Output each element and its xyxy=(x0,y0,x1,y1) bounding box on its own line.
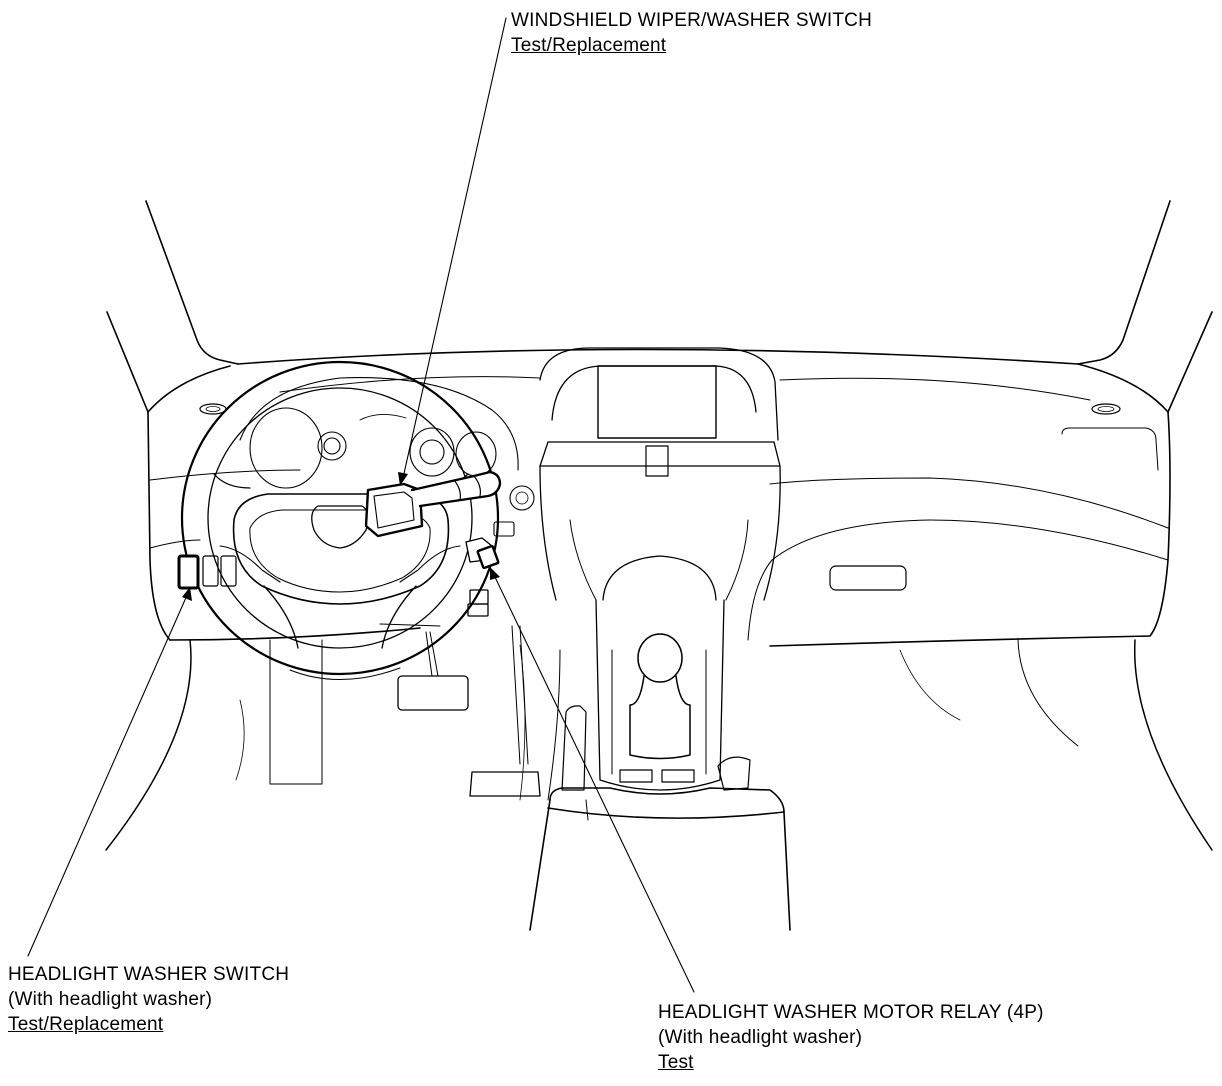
column-housing xyxy=(289,623,441,681)
callout-headlight-switch-note: (With headlight washer) xyxy=(8,989,213,1010)
callout-headlight-washer-relay: HEADLIGHT WASHER MOTOR RELAY (4P) (With … xyxy=(658,1000,1044,1075)
callout-relay-note: (With headlight washer) xyxy=(658,1027,863,1048)
pedals xyxy=(397,625,541,797)
headlight-washer-switch[interactable] xyxy=(177,554,200,590)
callout-wiper-switch: WINDSHIELD WIPER/WASHER SWITCH Test/Repl… xyxy=(511,8,872,58)
steering-wheel xyxy=(180,360,500,676)
arrowhead-wiper xyxy=(398,472,408,486)
leader-line-headlight-switch xyxy=(27,592,189,957)
headlight-switch-test-replacement-link[interactable]: Test/Replacement xyxy=(8,1014,164,1035)
left-switch-panel xyxy=(202,555,237,587)
a-pillar-right xyxy=(1077,200,1213,413)
callout-headlight-switch-title: HEADLIGHT WASHER SWITCH xyxy=(8,964,290,985)
windshield-wiper-washer-switch[interactable] xyxy=(364,470,502,538)
callout-headlight-washer-switch: HEADLIGHT WASHER SWITCH (With headlight … xyxy=(8,962,289,1037)
relay-test-link[interactable]: Test xyxy=(658,1052,694,1073)
leader-line-relay xyxy=(493,574,695,993)
instrument-cluster xyxy=(239,377,535,537)
leader-lines xyxy=(27,17,695,993)
center-console xyxy=(529,787,791,931)
callout-wiper-title: WINDSHIELD WIPER/WASHER SWITCH xyxy=(511,10,873,31)
arrowhead-headlight-switch xyxy=(182,587,192,601)
headlight-washer-motor-relay[interactable] xyxy=(476,544,500,570)
leader-line-wiper xyxy=(402,17,507,479)
a-pillar-left xyxy=(106,200,239,413)
floor xyxy=(105,639,1213,851)
callout-relay-title: HEADLIGHT WASHER MOTOR RELAY (4P) xyxy=(658,1002,1044,1023)
dashboard-outline xyxy=(147,348,1171,647)
wiper-test-replacement-link[interactable]: Test/Replacement xyxy=(511,35,667,56)
center-stack xyxy=(539,347,781,791)
arrowhead-relay xyxy=(490,567,500,580)
